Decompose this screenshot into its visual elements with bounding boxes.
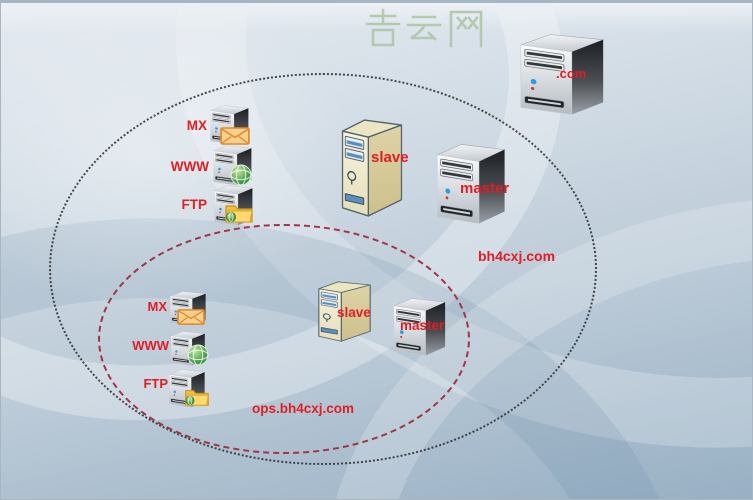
outer-mx-label: MX xyxy=(186,118,207,133)
outer-www-label: WWW xyxy=(170,159,209,174)
outer-zone-ellipse xyxy=(49,73,597,465)
inner-mx-label: MX xyxy=(147,299,168,314)
folder-icon xyxy=(185,390,209,406)
inner-slave-label: slave xyxy=(337,305,371,320)
outer-zone-domain-label: bh4cxj.com xyxy=(478,248,556,264)
mail-icon xyxy=(177,309,205,325)
tld-server-label: .com xyxy=(556,66,587,81)
outer-ftp-label: FTP xyxy=(181,197,208,212)
site-watermark xyxy=(365,8,483,48)
outer-master-label: master xyxy=(460,180,510,197)
inner-www-label: WWW xyxy=(132,338,169,353)
inner-ftp-label: FTP xyxy=(143,376,168,391)
outer-slave-server-icon xyxy=(341,119,403,217)
inner-zone-domain-label: ops.bh4cxj.com xyxy=(252,401,355,416)
inner-zone-ellipse xyxy=(98,224,470,454)
outer-slave-label: slave xyxy=(371,149,409,166)
folder-icon xyxy=(225,205,253,223)
mail-icon xyxy=(220,127,250,145)
inner-master-label: master xyxy=(400,318,445,333)
globe-icon xyxy=(230,164,252,186)
globe-icon xyxy=(187,344,209,366)
